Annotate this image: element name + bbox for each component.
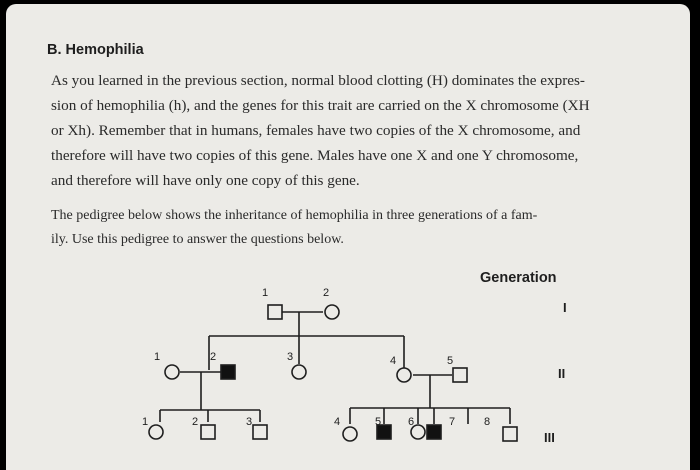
- individual-number: 1: [142, 416, 148, 428]
- individual-number: 7: [449, 416, 455, 428]
- individual-number: 5: [447, 355, 453, 367]
- individual-number: 2: [323, 287, 329, 299]
- section-heading: B. Hemophilia: [47, 42, 144, 58]
- pedigree-instructions: The pedigree below shows the inheritance…: [51, 204, 651, 252]
- text-line: or Xh). Remember that in humans, females…: [51, 122, 581, 139]
- text-line: The pedigree below shows the inheritance…: [51, 208, 538, 223]
- female-symbol-III-4: [342, 426, 358, 442]
- individual-number: 4: [390, 355, 396, 367]
- female-symbol-I-2: [324, 304, 340, 320]
- text-line: therefore will have two copies of this g…: [51, 147, 579, 164]
- male-symbol-III-2: [200, 424, 216, 440]
- individual-number: 4: [334, 416, 340, 428]
- female-symbol-II-1: [164, 364, 180, 380]
- male-symbol-II-5: [452, 367, 468, 383]
- individual-number: 8: [484, 416, 490, 428]
- individual-number: 3: [246, 416, 252, 428]
- female-symbol-III-1: [148, 424, 164, 440]
- generation-II-label: II: [558, 366, 566, 381]
- individual-number: 6: [408, 416, 414, 428]
- male-symbol-III-7: [426, 424, 442, 440]
- text-line: ily. Use this pedigree to answer the que…: [51, 232, 344, 247]
- individual-number: 2: [210, 351, 216, 363]
- pedigree-lines: [159, 311, 511, 424]
- male-symbol-II-2: [220, 364, 236, 380]
- text-line: and therefore will have only one copy of…: [51, 172, 360, 189]
- individual-number: 1: [154, 351, 160, 363]
- female-symbol-II-4: [396, 367, 412, 383]
- female-symbol-III-6: [410, 424, 426, 440]
- individual-number: 2: [192, 416, 198, 428]
- pedigree-numbers: 1 2 1 2 3 4 5 1 2 3 4 5 6 7 8: [142, 287, 490, 428]
- male-symbol-III-5: [376, 424, 392, 440]
- individual-number: 3: [287, 351, 293, 363]
- text-line: As you learned in the previous section, …: [51, 72, 585, 89]
- male-symbol-III-8: [502, 426, 518, 442]
- intro-paragraph: As you learned in the previous section, …: [51, 68, 666, 193]
- generation-III-label: III: [544, 430, 555, 445]
- individual-number: 5: [375, 416, 381, 428]
- worksheet-page: [6, 4, 690, 470]
- male-symbol-III-3: [252, 424, 268, 440]
- male-symbol-I-1: [267, 304, 283, 320]
- generation-label: Generation: [480, 270, 557, 286]
- individual-number: 1: [262, 287, 268, 299]
- generation-I-label: I: [563, 300, 567, 315]
- text-line: sion of hemophilia (h), and the genes fo…: [51, 97, 590, 114]
- pedigree-symbols: [148, 304, 518, 442]
- female-symbol-II-3: [291, 364, 307, 380]
